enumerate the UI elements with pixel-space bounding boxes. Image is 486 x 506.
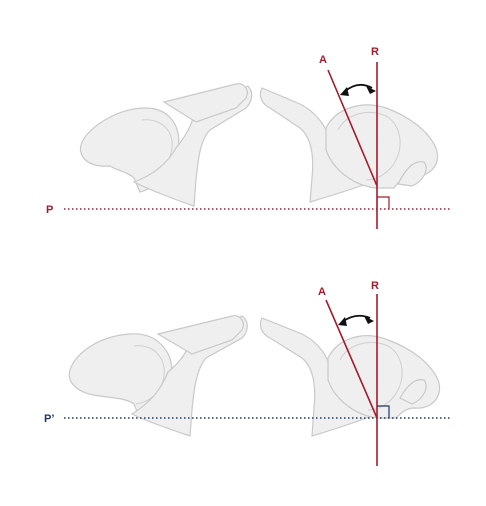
top-panel: P R A <box>46 46 452 229</box>
bottom-p-label: P’ <box>44 413 54 425</box>
top-left-bone <box>79 83 253 207</box>
bottom-r-label: R <box>371 280 379 292</box>
bottom-a-line <box>325 299 378 419</box>
top-right-bone <box>259 87 439 203</box>
bottom-angle-arrow <box>338 314 374 326</box>
top-angle-arrow <box>340 83 376 96</box>
bottom-right-bone <box>259 317 441 437</box>
bottom-right-angle-marker <box>377 405 390 418</box>
bottom-a-label: A <box>318 286 326 298</box>
bottom-left-bone <box>68 315 248 437</box>
top-r-label: R <box>371 46 379 58</box>
top-a-label: A <box>319 54 327 66</box>
top-right-angle-marker <box>377 196 390 209</box>
top-p-label: P <box>46 204 53 216</box>
bottom-panel: P’ R A <box>44 280 452 466</box>
top-a-line <box>327 69 378 187</box>
